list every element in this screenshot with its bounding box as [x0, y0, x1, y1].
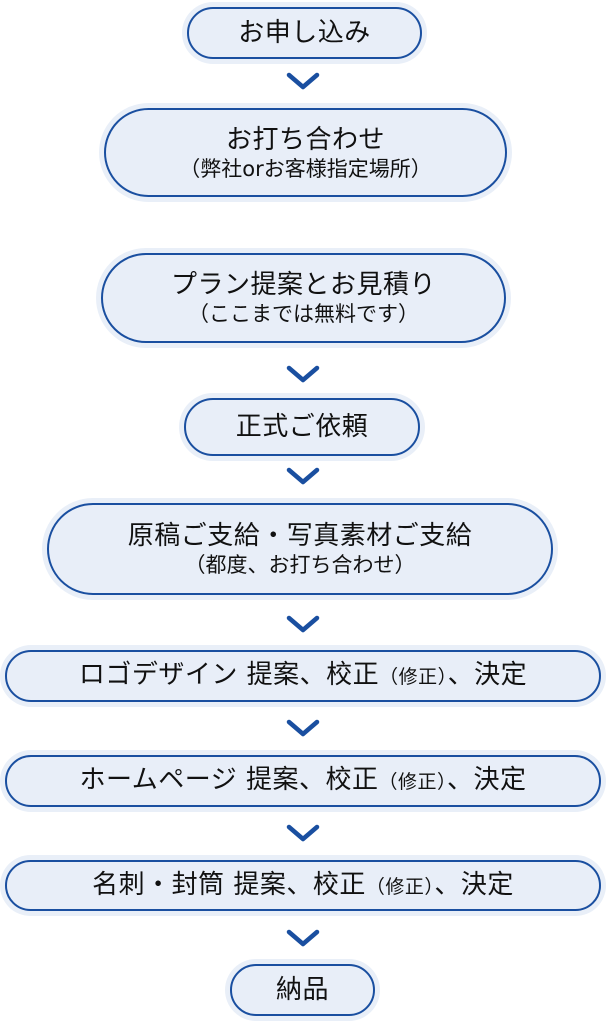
step-title: 納品: [275, 975, 329, 1005]
chevron-down-icon: [286, 719, 320, 737]
step-title-revision: （修正）: [365, 875, 435, 898]
step-title-main: 名刺・封筒 提案、校正: [92, 869, 366, 900]
step-materials-supply: 原稿ご支給・写真素材ご支給 （都度、お打ち合わせ）: [47, 503, 553, 595]
step-note: （都度、お打ち合わせ）: [184, 553, 416, 577]
step-homepage: ホームページ 提案、校正（修正）、決定: [5, 755, 601, 807]
step-title-end: 、決定: [434, 869, 514, 900]
chevron-down-icon: [286, 72, 320, 90]
step-delivery: 納品: [230, 964, 375, 1016]
chevron-down-icon: [286, 365, 320, 383]
step-proposal-estimate: プラン提案とお見積り （ここまでは無料です）: [101, 253, 506, 343]
chevron-down-icon: [286, 824, 320, 842]
step-title: プラン提案とお見積り: [170, 270, 436, 300]
step-note: （ここまでは無料です）: [188, 302, 419, 326]
chevron-down-icon: [286, 615, 320, 633]
step-formal-request: 正式ご依頼: [184, 398, 420, 456]
step-meeting: お打ち合わせ （弊社orお客様指定場所）: [104, 108, 507, 197]
chevron-down-icon: [286, 929, 320, 947]
step-application: お申し込み: [187, 7, 422, 59]
step-title: 正式ご依頼: [235, 412, 369, 442]
chevron-down-icon: [286, 467, 320, 485]
step-title: お打ち合わせ: [225, 124, 385, 155]
step-business-card-envelope: 名刺・封筒 提案、校正（修正）、決定: [5, 860, 601, 911]
step-title: 名刺・封筒 提案、校正（修正）、決定: [92, 869, 514, 903]
step-title-revision: （修正）: [379, 666, 448, 688]
step-title-end: 、決定: [446, 765, 527, 795]
step-note: （弊社orお客様指定場所）: [179, 156, 432, 181]
step-logo-design: ロゴデザイン 提案、校正（修正）、決定: [5, 650, 601, 702]
step-title-main: ホームページ 提案、校正: [79, 765, 379, 795]
step-title: ホームページ 提案、校正（修正）、決定: [80, 764, 527, 798]
step-title-main: ロゴデザイン 提案、校正: [78, 660, 380, 690]
step-title-revision: （修正）: [378, 771, 447, 793]
step-title: お申し込み: [238, 18, 371, 48]
step-title-end: 、決定: [447, 660, 528, 690]
step-title: ロゴデザイン 提案、校正（修正）、決定: [79, 659, 527, 693]
step-title: 原稿ご支給・写真素材ご支給: [127, 521, 473, 551]
